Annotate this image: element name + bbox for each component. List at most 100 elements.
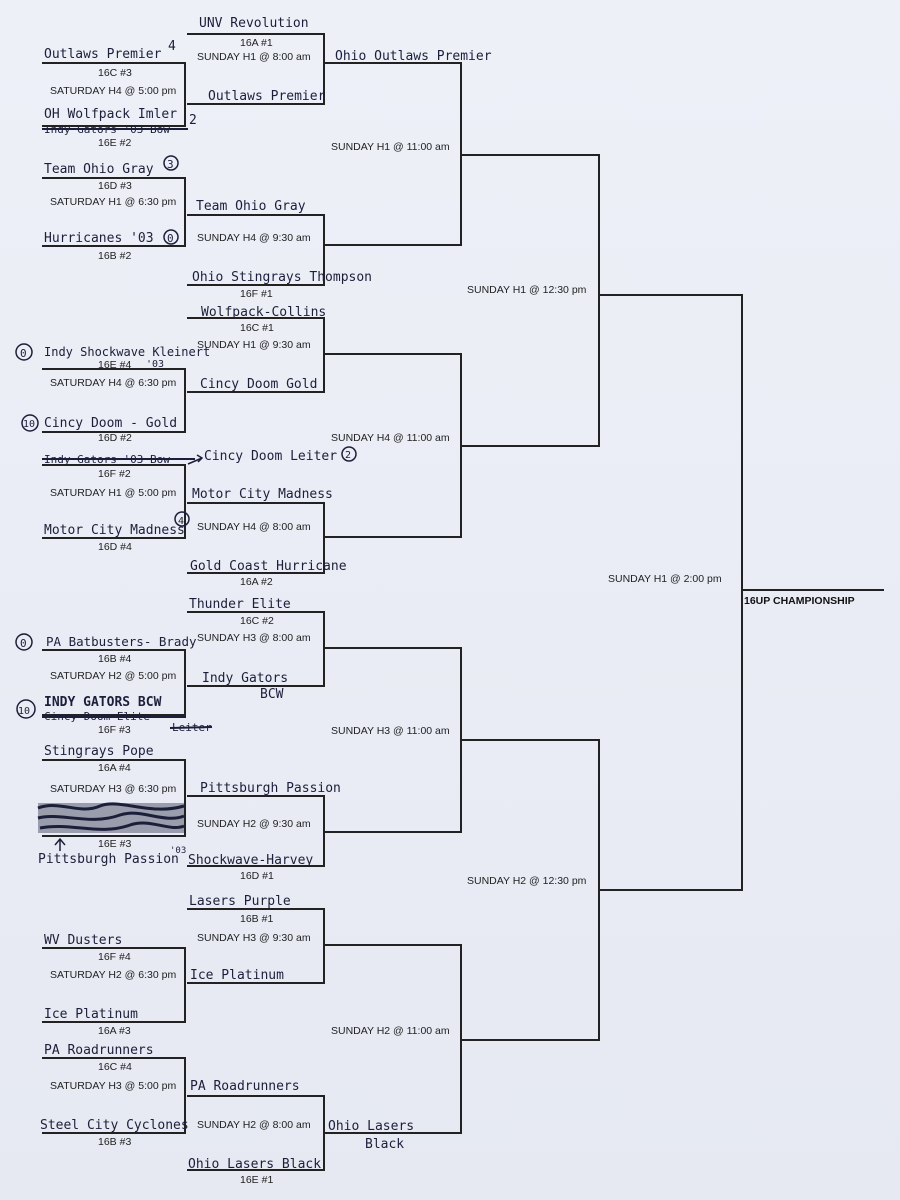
r16-5-top-team: Thunder Elite bbox=[189, 597, 291, 612]
r16-4-slot: SUNDAY H4 @ 8:00 am bbox=[197, 521, 311, 533]
playin-1-slot: SATURDAY H4 @ 5:00 pm bbox=[50, 85, 176, 97]
r16-3-winner: Cincy Doom Gold bbox=[200, 377, 317, 392]
playin-3-lines bbox=[42, 368, 186, 433]
playin-6-bottom-seed: 16E #3 bbox=[98, 838, 131, 850]
playin-8-bottom-team: Steel City Cyclones bbox=[40, 1118, 189, 1133]
score-circle bbox=[341, 446, 357, 462]
playin-7-lines bbox=[42, 947, 186, 1023]
playin-3-top-score: 0 bbox=[20, 347, 27, 360]
playin-4-top-team: Cincy Doom Leiter bbox=[204, 449, 337, 464]
playin-1-top-seed: 16C #3 bbox=[98, 67, 132, 79]
r16-5-slot: SUNDAY H3 @ 8:00 am bbox=[197, 632, 311, 644]
score-circle bbox=[15, 633, 33, 651]
r16-8-winner: PA Roadrunners bbox=[190, 1079, 300, 1094]
playin-7-top-team: WV Dusters bbox=[44, 933, 122, 948]
r16-2-bottom-seed: 16F #1 bbox=[240, 288, 273, 300]
arrow-icon bbox=[187, 454, 204, 465]
arrow-up-icon bbox=[54, 837, 66, 851]
r16-5-top-seed: 16C #2 bbox=[240, 615, 274, 627]
playin-8-top-team: PA Roadrunners bbox=[44, 1043, 154, 1058]
playin-1-lines bbox=[42, 62, 186, 127]
playin-4-slot: SATURDAY H1 @ 5:00 pm bbox=[50, 487, 176, 499]
playin-5-top-score: 0 bbox=[20, 637, 27, 650]
playin-2-slot: SATURDAY H1 @ 6:30 pm bbox=[50, 196, 176, 208]
playin-3-top-note: '03 bbox=[146, 359, 164, 370]
playin-4-bottom-team: Motor City Madness bbox=[44, 523, 185, 538]
playin-4-bottom-seed: 16D #4 bbox=[98, 541, 132, 553]
r16-7-top-seed: 16B #1 bbox=[240, 913, 273, 925]
playin-7-bottom-seed: 16A #3 bbox=[98, 1025, 131, 1037]
r16-5-winner: Indy Gators bbox=[202, 671, 288, 686]
playin-8-bottom-seed: 16B #3 bbox=[98, 1136, 131, 1148]
r16-7-winner: Ice Platinum bbox=[190, 968, 284, 983]
final-lines bbox=[599, 294, 743, 891]
score-circle bbox=[16, 699, 36, 719]
playin-6-slot: SATURDAY H3 @ 6:30 pm bbox=[50, 783, 176, 795]
final-slot: SUNDAY H1 @ 2:00 pm bbox=[608, 573, 722, 585]
score-circle bbox=[163, 229, 179, 245]
playin-5-slot: SATURDAY H2 @ 5:00 pm bbox=[50, 670, 176, 682]
playin-3-bottom-seed: 16D #2 bbox=[98, 432, 132, 444]
qf-1-winner: Ohio Outlaws Premier bbox=[335, 49, 492, 64]
playin-4-lines bbox=[42, 464, 186, 539]
r16-1-slot: SUNDAY H1 @ 8:00 am bbox=[197, 51, 311, 63]
semi-1-slot: SUNDAY H1 @ 12:30 pm bbox=[467, 284, 587, 296]
score-circle bbox=[21, 414, 39, 432]
playin-5-top-team: PA Batbusters- Brady bbox=[46, 634, 197, 649]
r16-5-winner-line2: BCW bbox=[260, 687, 284, 702]
arrow-note-sup: '03 bbox=[170, 846, 186, 856]
qf-1-lines bbox=[324, 62, 462, 246]
score-circle bbox=[163, 155, 179, 171]
qf-3-slot: SUNDAY H3 @ 11:00 am bbox=[331, 725, 450, 737]
r16-8-bottom-team: Ohio Lasers Black bbox=[188, 1157, 321, 1172]
playin-8-lines bbox=[42, 1057, 186, 1134]
playin-4-bottom-score: 4 bbox=[178, 516, 184, 527]
qf-2-lines bbox=[324, 353, 462, 538]
playin-5-bottom-score: 10 bbox=[18, 706, 30, 717]
score-circle bbox=[174, 511, 190, 527]
qf-2-slot: SUNDAY H4 @ 11:00 am bbox=[331, 432, 450, 444]
playin-3-slot: SATURDAY H4 @ 6:30 pm bbox=[50, 377, 176, 389]
r16-1-top-team: UNV Revolution bbox=[199, 16, 309, 31]
playin-5-top-seed: 16B #4 bbox=[98, 653, 131, 665]
r16-2-slot: SUNDAY H4 @ 9:30 am bbox=[197, 232, 311, 244]
championship-title: 16UP CHAMPIONSHIP bbox=[744, 595, 855, 607]
r16-8-winner-result-line2: Black bbox=[365, 1137, 404, 1152]
qf-3-lines bbox=[324, 647, 462, 833]
playin-8-top-seed: 16C #4 bbox=[98, 1061, 132, 1073]
r16-3-slot: SUNDAY H1 @ 9:30 am bbox=[197, 339, 311, 351]
r16-6-winner: Pittsburgh Passion bbox=[200, 781, 341, 796]
r16-6-bottom-team: Shockwave-Harvey bbox=[188, 853, 313, 868]
playin-2-bottom-score: 0 bbox=[167, 232, 174, 245]
r16-1-top-seed: 16A #1 bbox=[240, 37, 273, 49]
r16-3-top-team: Wolfpack-Collins bbox=[201, 305, 326, 320]
r16-2-bottom-team: Ohio Stingrays Thompson bbox=[192, 270, 372, 285]
playin-7-slot: SATURDAY H2 @ 6:30 pm bbox=[50, 969, 176, 981]
qf-1-slot: SUNDAY H1 @ 11:00 am bbox=[331, 141, 450, 153]
r16-3-top-seed: 16C #1 bbox=[240, 322, 274, 334]
playin-2-top-score: 3 bbox=[167, 158, 174, 171]
qf-4-lines bbox=[324, 944, 462, 1134]
playin-6-top-seed: 16A #4 bbox=[98, 762, 131, 774]
playin-4-top-seed: 16F #2 bbox=[98, 468, 131, 480]
r16-2-winner: Team Ohio Gray bbox=[196, 199, 306, 214]
r16-8-slot: SUNDAY H2 @ 8:00 am bbox=[197, 1119, 311, 1131]
playin-8-slot: SATURDAY H3 @ 5:00 pm bbox=[50, 1080, 176, 1092]
r16-1-lines bbox=[187, 33, 325, 105]
qf-4-slot: SUNDAY H2 @ 11:00 am bbox=[331, 1025, 450, 1037]
playin-2-top-seed: 16D #3 bbox=[98, 180, 132, 192]
sf-1-lines bbox=[461, 154, 600, 447]
strike-line bbox=[169, 726, 213, 729]
sf-2-lines bbox=[461, 739, 600, 1041]
playin-1-bottom-team: OH Wolfpack Imler bbox=[44, 107, 177, 122]
r16-8-bottom-seed: 16E #1 bbox=[240, 1174, 273, 1186]
playin-1-bottom-seed: 16E #2 bbox=[98, 137, 131, 149]
playin-2-bottom-seed: 16B #2 bbox=[98, 250, 131, 262]
playin-6-lines bbox=[42, 759, 186, 837]
score-circle bbox=[15, 343, 33, 361]
r16-2-lines bbox=[187, 214, 325, 286]
playin-6-top-team: Stingrays Pope bbox=[44, 744, 154, 759]
playin-5-bottom-seed: 16F #3 bbox=[98, 724, 131, 736]
playin-2-lines bbox=[42, 177, 186, 247]
playin-5-lines bbox=[42, 649, 186, 716]
